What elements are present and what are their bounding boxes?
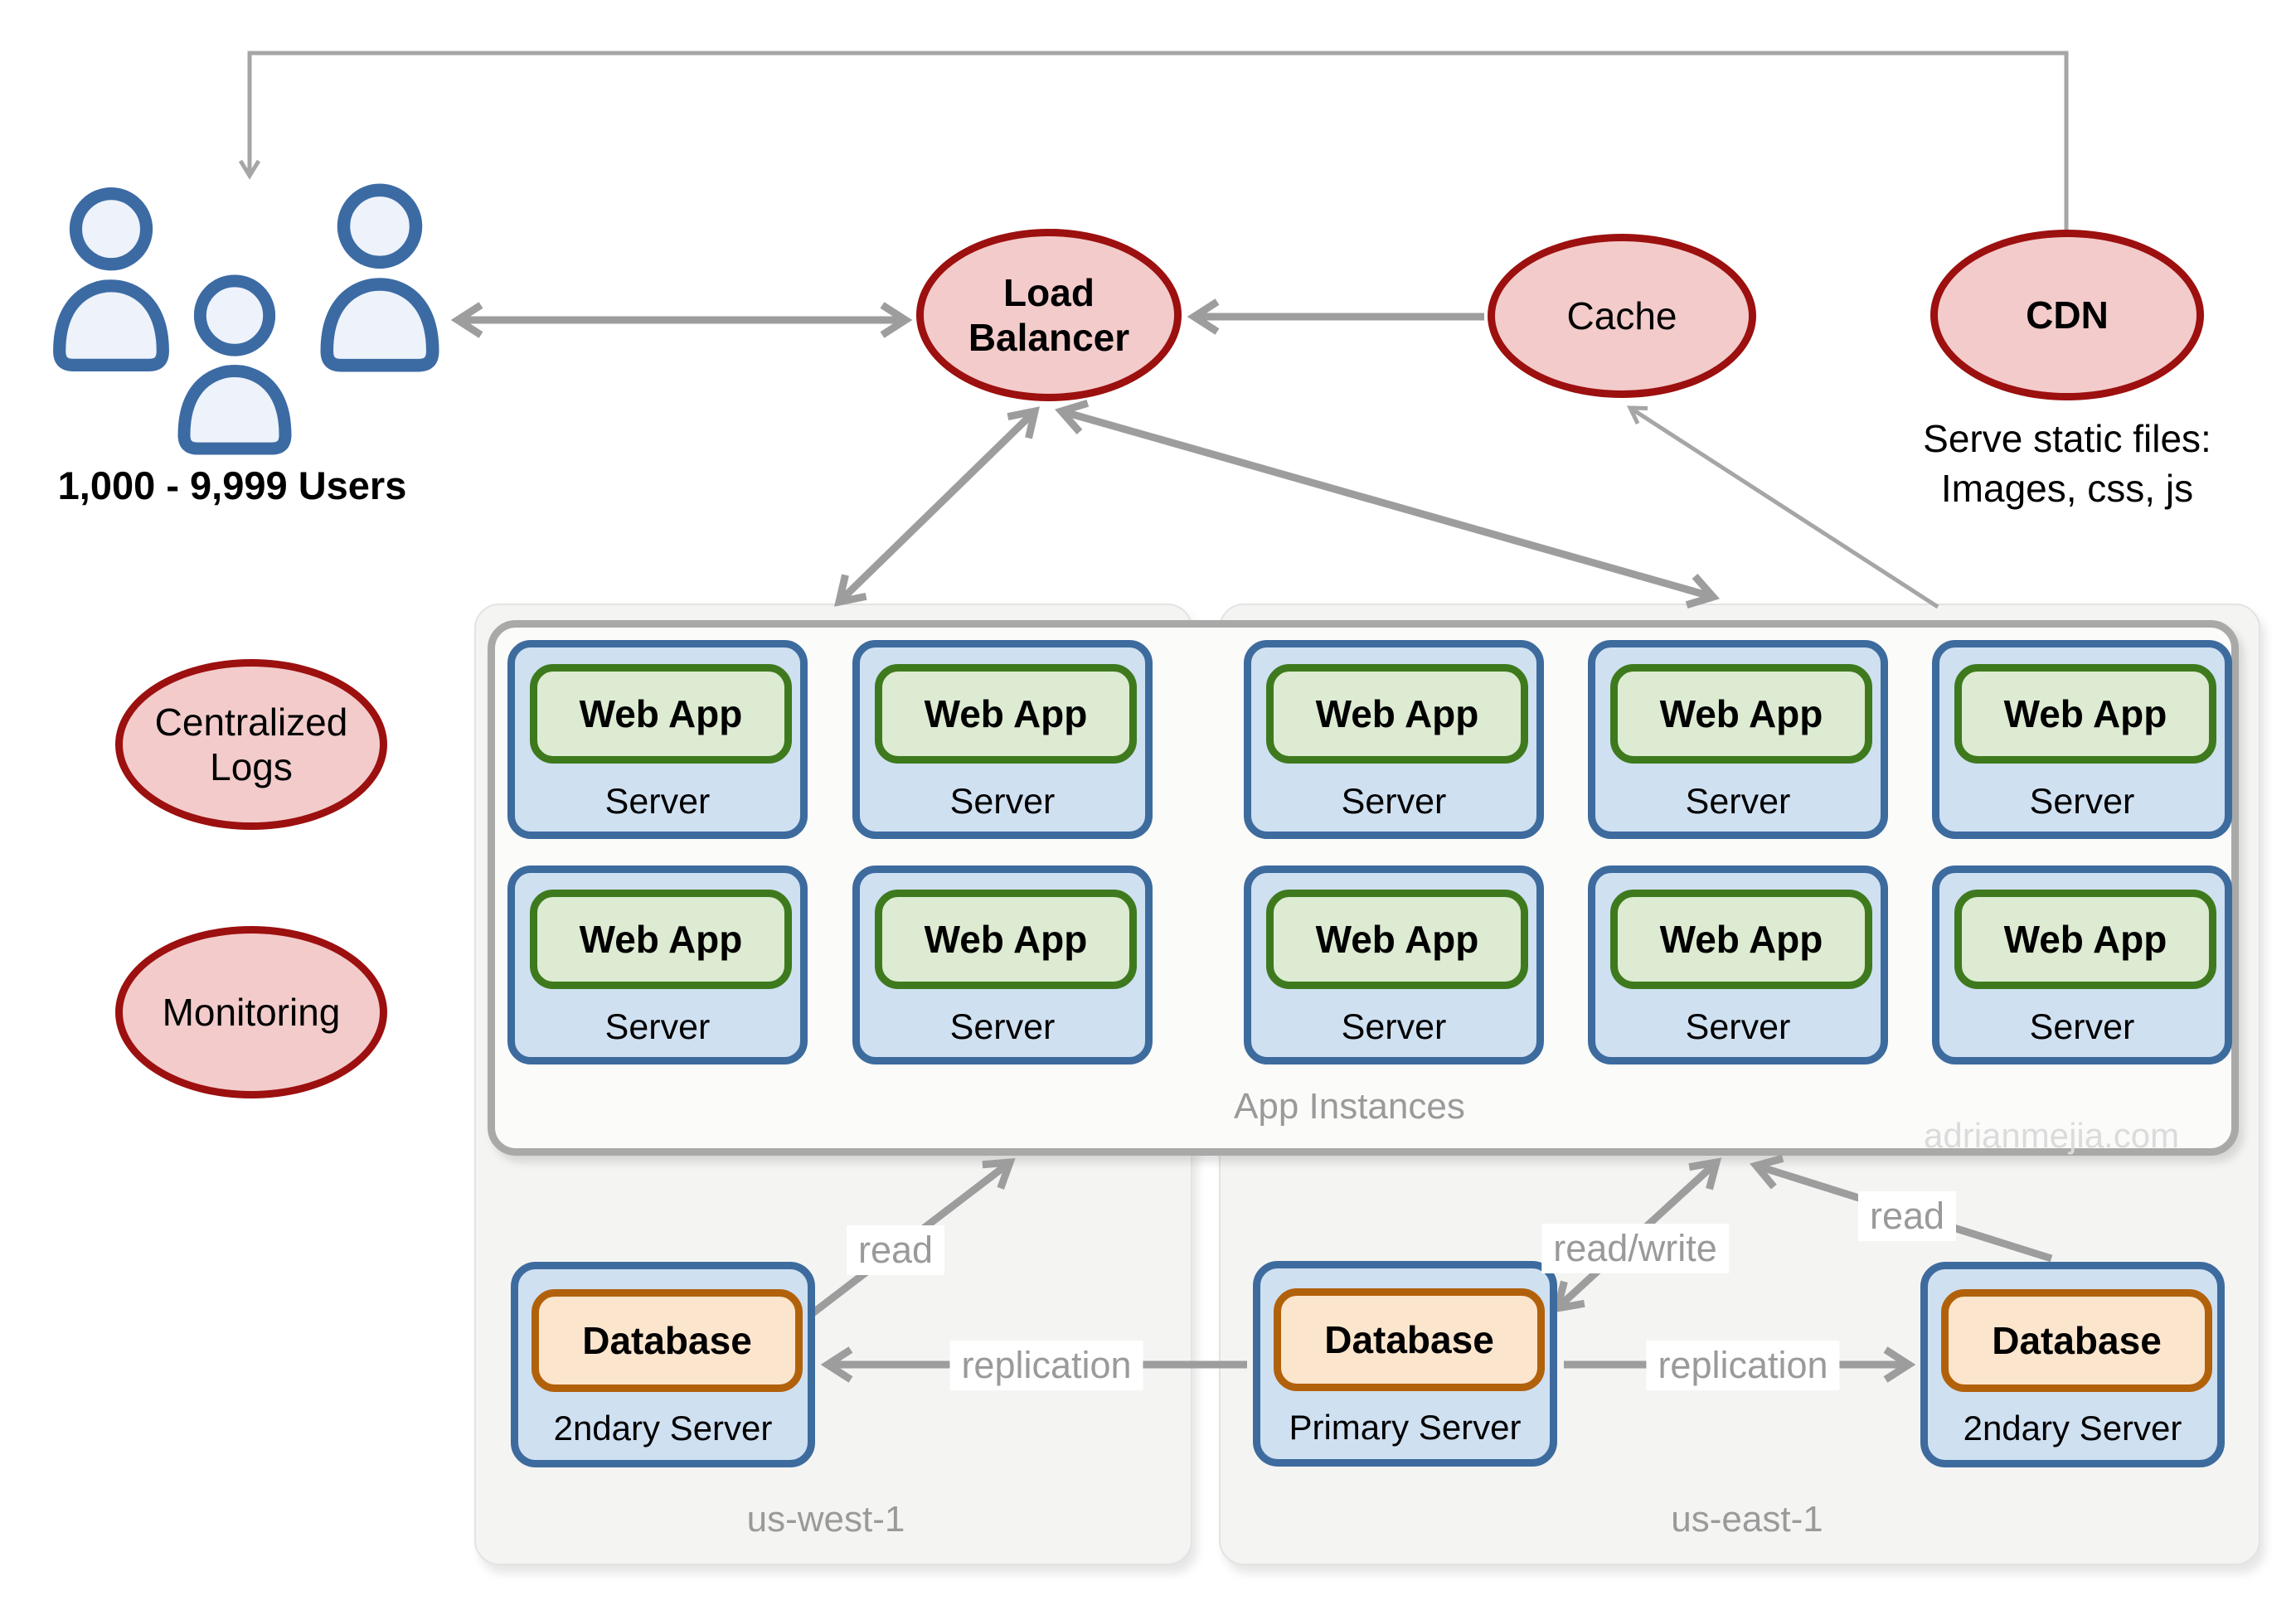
- cdn-caption-line2: Images, css, js: [1940, 466, 2194, 510]
- web-app-server-box: Web App Server: [1588, 640, 1888, 839]
- arrow-load-balancer-west-apps: [834, 406, 1040, 607]
- server-label: Server: [1341, 1007, 1447, 1047]
- load-balancer-label-line2: Balancer: [968, 316, 1130, 359]
- web-app-server-box: Web App Server: [1244, 866, 1544, 1064]
- web-app-chip: Web App: [1266, 664, 1528, 764]
- edge-label-read-east: read: [1857, 1191, 1957, 1241]
- cache-label: Cache: [1566, 293, 1677, 337]
- arrow-load-balancer-east-apps: [1054, 400, 1721, 609]
- edge-label-read-write: read/write: [1541, 1224, 1729, 1273]
- web-app-server-box: Web App Server: [1244, 640, 1544, 839]
- web-app-server-box: Web App Server: [1932, 866, 2232, 1064]
- arrow-apps-cache: [1626, 405, 1939, 609]
- web-app-server-box: Web App Server: [852, 640, 1153, 839]
- server-label: Server: [604, 782, 711, 822]
- load-balancer-node: Load Balancer: [916, 229, 1182, 401]
- load-balancer-label-line1: Load: [1003, 270, 1095, 314]
- web-app-chip: Web App: [1610, 890, 1872, 989]
- server-label: Server: [1685, 1007, 1791, 1047]
- cdn-label: CDN: [2026, 293, 2109, 337]
- server-label: Server: [2029, 1007, 2135, 1047]
- web-app-server-box: Web App Server: [1932, 640, 2232, 839]
- edge-label-replication-east: replication: [1646, 1341, 1840, 1390]
- server-label: Server: [949, 782, 1056, 822]
- web-app-server-box: Web App Server: [1588, 866, 1888, 1064]
- users-count-label: 1,000 - 9,999 Users: [57, 463, 407, 507]
- web-app-chip: Web App: [875, 664, 1137, 764]
- edge-label-replication-west: replication: [949, 1341, 1143, 1390]
- database-sublabel: Primary Server: [1289, 1408, 1522, 1447]
- web-app-server-box: Web App Server: [507, 866, 808, 1064]
- web-app-chip: Web App: [1954, 890, 2216, 989]
- web-app-chip: Web App: [1266, 890, 1528, 989]
- database-primary: Database Primary Server: [1253, 1261, 1557, 1467]
- arrow-cdn-users-route: [238, 51, 2069, 230]
- database-sublabel: 2ndary Server: [553, 1409, 773, 1448]
- web-app-chip: Web App: [1610, 664, 1872, 764]
- database-east-secondary: Database 2ndary Server: [1920, 1262, 2225, 1467]
- web-app-chip: Web App: [1954, 664, 2216, 764]
- web-app-chip: Web App: [875, 890, 1137, 989]
- database-chip: Database: [532, 1289, 803, 1392]
- centralized-logs-label-line2: Logs: [210, 745, 293, 788]
- cache-node: Cache: [1488, 234, 1756, 398]
- cdn-node: CDN: [1930, 230, 2204, 400]
- users-icon: [33, 174, 464, 464]
- database-chip: Database: [1941, 1289, 2212, 1392]
- web-app-chip: Web App: [530, 664, 792, 764]
- database-sublabel: 2ndary Server: [1963, 1409, 2182, 1448]
- region-label-us-west-1: us-west-1: [746, 1499, 905, 1540]
- database-chip: Database: [1274, 1288, 1545, 1391]
- server-label: Server: [604, 1007, 711, 1047]
- cdn-caption-line1: Serve static files:: [1923, 417, 2211, 460]
- server-label: Server: [949, 1007, 1056, 1047]
- edge-label-read-west: read: [846, 1225, 945, 1275]
- server-label: Server: [2029, 782, 2135, 822]
- database-west-secondary: Database 2ndary Server: [511, 1262, 815, 1467]
- centralized-logs-label-line1: Centralized: [154, 700, 348, 744]
- server-label: Server: [1341, 782, 1447, 822]
- watermark: adrianmejia.com: [1924, 1116, 2180, 1155]
- server-label: Server: [1685, 782, 1791, 822]
- region-label-us-east-1: us-east-1: [1671, 1499, 1823, 1540]
- web-app-server-box: Web App Server: [507, 640, 808, 839]
- monitoring-node: Monitoring: [115, 926, 387, 1098]
- monitoring-label: Monitoring: [162, 990, 341, 1034]
- app-instances-label: App Instances: [1234, 1086, 1465, 1127]
- cdn-caption: Serve static files: Images, css, js: [1889, 415, 2245, 514]
- centralized-logs-node: Centralized Logs: [115, 659, 387, 830]
- web-app-server-box: Web App Server: [852, 866, 1153, 1064]
- web-app-chip: Web App: [530, 890, 792, 989]
